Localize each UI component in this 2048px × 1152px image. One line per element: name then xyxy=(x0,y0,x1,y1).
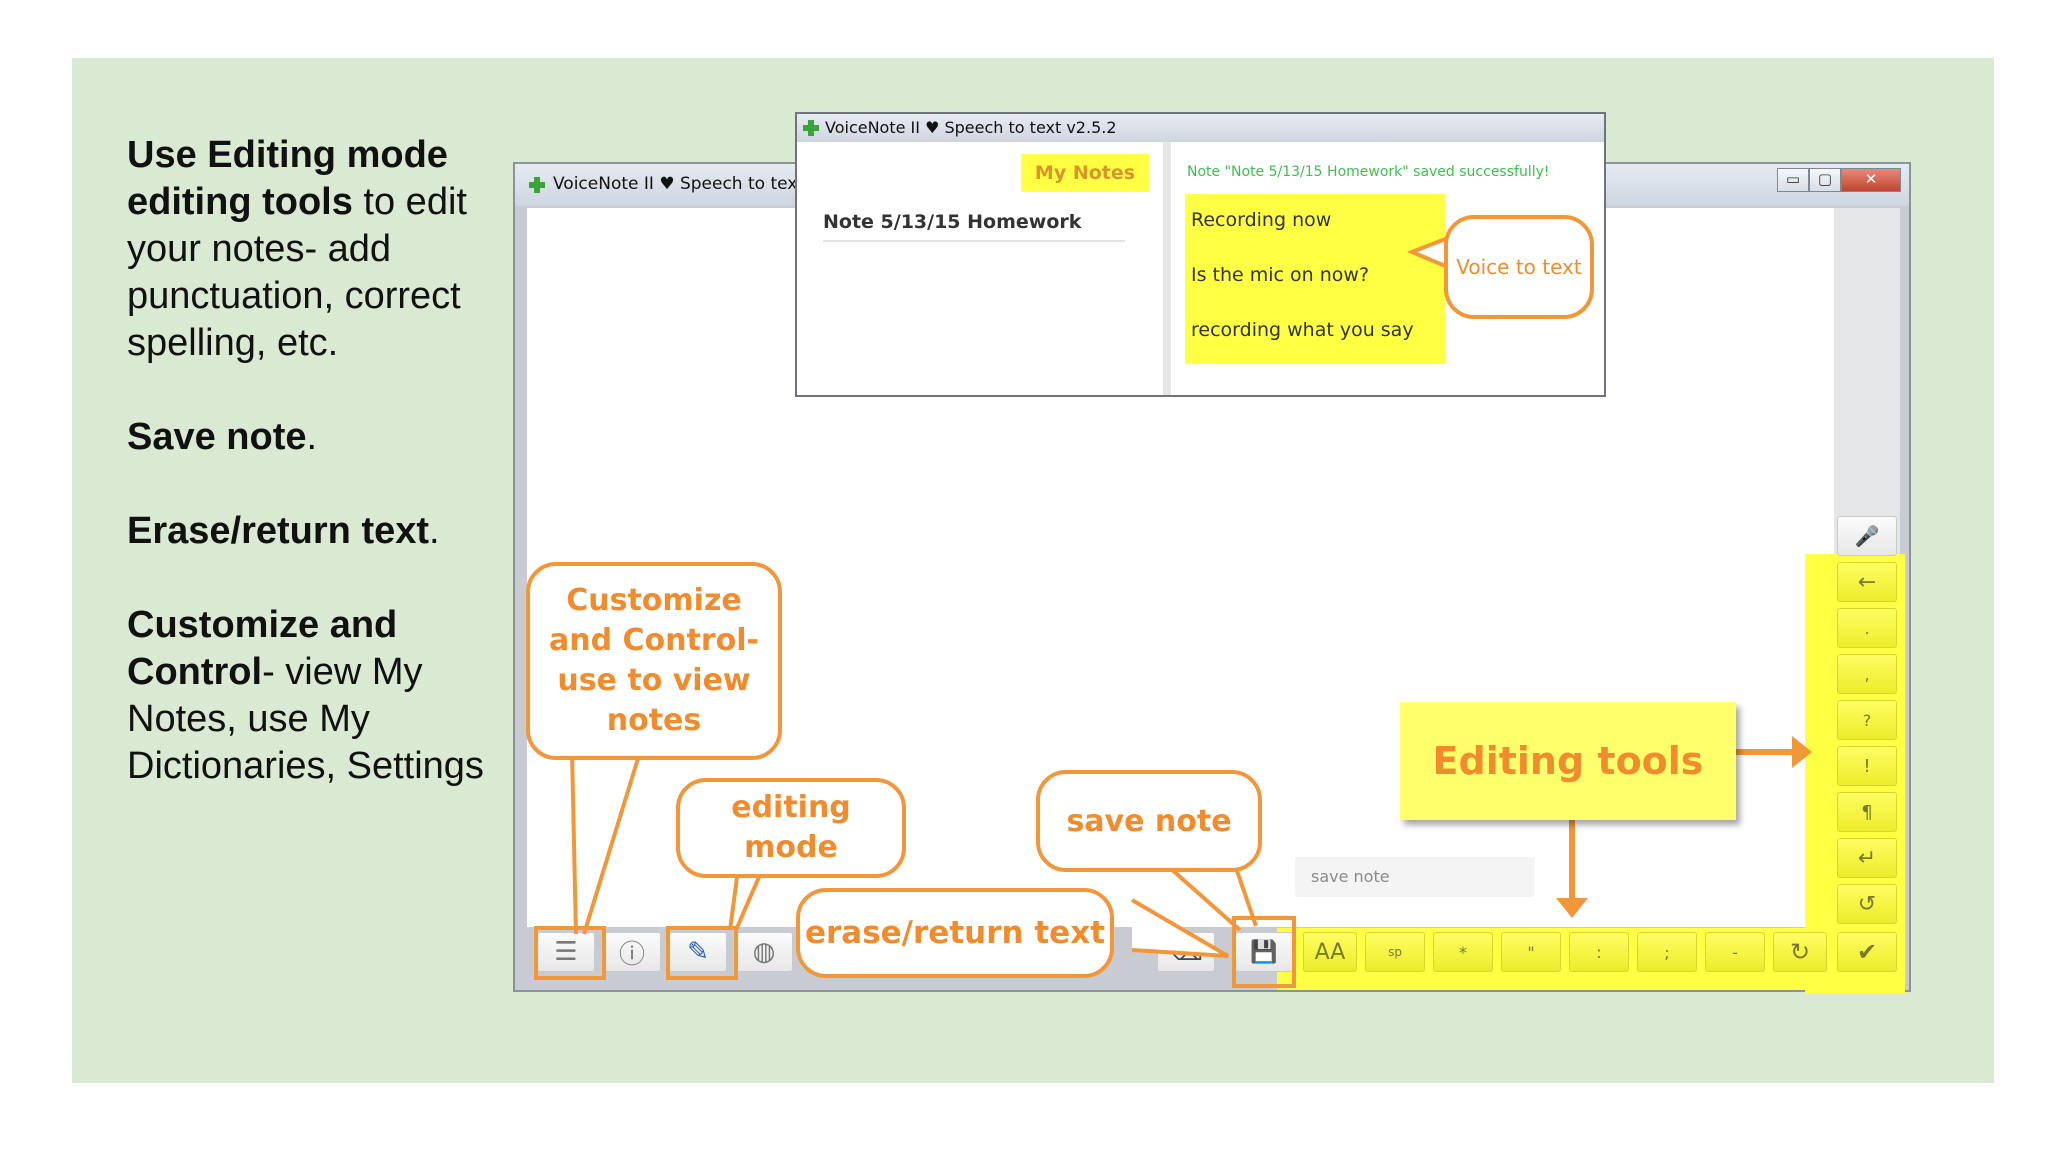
microphone-icon: 🎤 xyxy=(1854,524,1880,548)
instruction-editing-heading: Use Editing mode editing tools xyxy=(127,134,448,223)
info-button[interactable]: ⓘ xyxy=(603,932,661,972)
question-mark-button[interactable]: ? xyxy=(1837,700,1897,740)
quote-button[interactable]: " xyxy=(1501,932,1561,972)
editing-tools-callout: Editing tools xyxy=(1400,702,1736,820)
exclamation-button[interactable]: ! xyxy=(1837,746,1897,786)
language-button[interactable]: ◍ xyxy=(735,932,793,972)
popup-app-icon xyxy=(803,120,819,136)
instructions-text: Use Editing mode editing tools to edit y… xyxy=(127,132,487,837)
my-notes-window-title: VoiceNote II ♥ Speech to text v2.5.2 xyxy=(825,118,1117,137)
asterisk-button[interactable]: * xyxy=(1433,932,1493,972)
app-icon xyxy=(529,177,545,193)
confirm-button[interactable]: ✔ xyxy=(1837,932,1897,972)
maximize-button[interactable]: ▢ xyxy=(1809,168,1841,192)
save-note-callout: save note xyxy=(1036,770,1262,872)
transcript-line: Recording now xyxy=(1191,209,1332,231)
minimize-button[interactable]: ▭ xyxy=(1777,168,1809,192)
close-button[interactable]: ✕ xyxy=(1841,168,1901,192)
comma-button[interactable]: , xyxy=(1837,654,1897,694)
menu-icon: ☰ xyxy=(554,937,578,967)
save-success-message: Note "Note 5/13/15 Homework" saved succe… xyxy=(1187,164,1550,180)
instruction-customize-heading: Customize and Control xyxy=(127,604,398,693)
period-button[interactable]: . xyxy=(1837,608,1897,648)
paragraph-button[interactable]: ¶ xyxy=(1837,792,1897,832)
font-size-button[interactable]: AA xyxy=(1303,932,1357,972)
pencil-icon: ✎ xyxy=(687,937,709,967)
redo-icon: ↻ xyxy=(1789,938,1811,966)
voice-to-text-callout: Voice to text xyxy=(1444,215,1594,319)
edit-button-highlight xyxy=(666,926,738,980)
instruction-save-body: . xyxy=(306,416,318,458)
dash-button[interactable]: - xyxy=(1705,932,1765,972)
customize-control-callout: Customize and Control- use to view notes xyxy=(526,562,782,760)
floppy-disk-icon: 💾 xyxy=(1250,939,1278,965)
my-notes-window: VoiceNote II ♥ Speech to text v2.5.2 My … xyxy=(795,112,1606,397)
backspace-button[interactable]: ← xyxy=(1837,562,1897,602)
microphone-button[interactable]: 🎤 xyxy=(1837,516,1897,556)
my-notes-titlebar[interactable]: VoiceNote II ♥ Speech to text v2.5.2 xyxy=(797,114,1604,142)
undo-button[interactable]: ↺ xyxy=(1837,884,1897,924)
note-list-item[interactable]: Note 5/13/15 Homework xyxy=(823,204,1125,242)
my-notes-divider xyxy=(1163,142,1171,395)
redo-button[interactable]: ↻ xyxy=(1773,932,1827,972)
instruction-save-heading: Save note xyxy=(127,416,307,458)
semicolon-button[interactable]: ; xyxy=(1637,932,1697,972)
globe-icon: ◍ xyxy=(752,937,776,967)
editing-mode-callout: editing mode xyxy=(676,778,906,878)
enter-button[interactable]: ↵ xyxy=(1837,838,1897,878)
menu-button-highlight xyxy=(534,926,606,980)
instruction-customize-body: - view My Notes, use My Dictionaries, Se… xyxy=(127,651,484,787)
menu-button[interactable]: ☰ xyxy=(537,932,595,972)
instruction-erase-heading: Erase/return text xyxy=(127,510,430,552)
space-button[interactable]: sp xyxy=(1365,932,1425,972)
instruction-erase-body: . xyxy=(429,510,440,552)
colon-button[interactable]: : xyxy=(1569,932,1629,972)
transcript-highlight xyxy=(1185,194,1445,364)
transcript-line: recording what you say xyxy=(1191,319,1414,341)
erase-return-callout: erase/return text xyxy=(796,888,1114,978)
check-icon: ✔ xyxy=(1856,938,1878,966)
window-controls: ▭ ▢ ✕ xyxy=(1777,168,1901,192)
instruction-editing-body: to edit your notes- add punctuation, cor… xyxy=(127,181,467,364)
main-window-title: VoiceNote II ♥ Speech to text v2 xyxy=(553,174,831,194)
transcript-line: Is the mic on now? xyxy=(1191,264,1370,286)
save-button-highlight xyxy=(1232,916,1296,988)
save-note-tooltip: save note xyxy=(1295,857,1535,897)
undo-icon: ↺ xyxy=(1857,891,1877,917)
my-notes-tab[interactable]: My Notes xyxy=(1021,154,1149,192)
info-icon: ⓘ xyxy=(618,939,645,970)
